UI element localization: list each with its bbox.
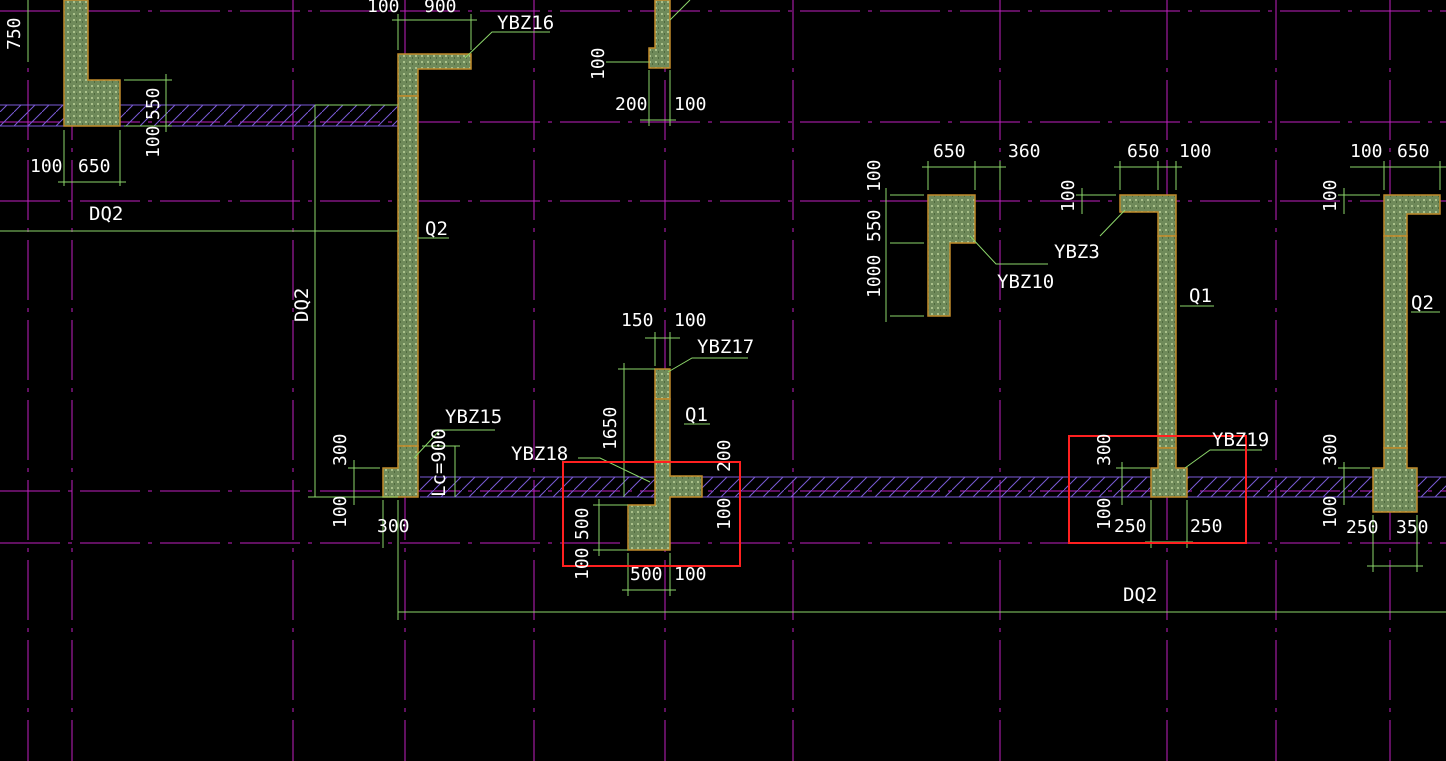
label-ybz16[interactable]: YBZ16 <box>497 12 554 34</box>
label-ybz17[interactable]: YBZ17 <box>697 336 754 358</box>
leader-ybz18 <box>578 457 651 483</box>
dim-text: 100 <box>1320 179 1341 212</box>
dim-text: 550 <box>864 209 885 242</box>
label-ybz18[interactable]: YBZ18 <box>511 443 568 465</box>
column-ybz17 <box>654 368 671 400</box>
column-ybz18 <box>627 460 703 551</box>
label-q1-right[interactable]: Q1 <box>1189 285 1212 307</box>
wall-sections <box>63 0 1441 551</box>
dim-text: 1000 <box>864 255 885 298</box>
leader-ybz19 <box>1184 449 1262 469</box>
dim-text: 750 <box>4 17 25 50</box>
dim-text: 550 <box>143 87 164 120</box>
dim-text: 350 <box>1396 517 1429 538</box>
dim-text: 100 <box>1094 497 1115 530</box>
dim-text: 100 <box>367 0 400 17</box>
highlight-box-ybz18[interactable] <box>562 461 741 567</box>
label-ybz19[interactable]: YBZ19 <box>1212 429 1269 451</box>
label-dq2-left[interactable]: DQ2 <box>89 203 123 225</box>
column-far-right <box>1383 194 1441 237</box>
label-ybz10[interactable]: YBZ10 <box>997 271 1054 293</box>
dim-text: 100 <box>572 547 593 580</box>
wall-q2-left <box>397 95 419 447</box>
label-dq2-vertical[interactable]: DQ2 <box>291 288 313 322</box>
dim-text: 100 <box>1179 141 1212 162</box>
dim-text: 500 <box>630 564 663 585</box>
dim-text: 100 <box>674 94 707 115</box>
dim-text: 650 <box>78 156 111 177</box>
dim-text: 300 <box>377 516 410 537</box>
leader-top-middle <box>669 0 691 21</box>
dim-text: 100 <box>143 125 164 158</box>
column-top-middle <box>648 0 671 69</box>
wall-q2-right <box>1383 235 1408 449</box>
dim-text: 100 <box>1058 179 1079 212</box>
column-top-left <box>63 0 121 127</box>
label-q2-left[interactable]: Q2 <box>425 218 448 240</box>
dim-text: 250 <box>1190 516 1223 537</box>
label-lc[interactable]: Lc=900 <box>428 428 450 497</box>
highlight-box-ybz19[interactable] <box>1068 435 1247 544</box>
column-ybz10 <box>927 194 976 317</box>
dim-text: 1650 <box>600 407 621 450</box>
leader-ybz16 <box>464 31 550 59</box>
dim-text: 100 <box>674 310 707 331</box>
label-ybz3[interactable]: YBZ3 <box>1054 241 1100 263</box>
label-dq2-bottom[interactable]: DQ2 <box>1123 584 1157 606</box>
dim-text: 100 <box>330 495 351 528</box>
label-q2-right[interactable]: Q2 <box>1411 292 1434 314</box>
dim-text: 100 <box>674 564 707 585</box>
leader-ybz15 <box>413 429 495 459</box>
dim-text: 900 <box>424 0 457 17</box>
column-far-right-bottom <box>1372 447 1418 513</box>
dim-text: 100 <box>864 159 885 192</box>
dim-text: 100 <box>30 156 63 177</box>
dim-text: 200 <box>615 94 648 115</box>
column-ybz15 <box>382 445 419 498</box>
dimension-texts: 750 100 900 550 100 100 650 100 200 100 … <box>4 0 1430 585</box>
leader-ybz10 <box>969 235 1048 265</box>
column-ybz3 <box>1119 194 1177 237</box>
beam-top <box>0 105 398 126</box>
dim-text: 100 <box>714 497 735 530</box>
label-ybz15[interactable]: YBZ15 <box>445 406 502 428</box>
dim-text: 650 <box>1127 141 1160 162</box>
dim-text: 100 <box>588 47 609 80</box>
dim-text: 360 <box>1008 141 1041 162</box>
highlights <box>562 435 1247 567</box>
dim-text: 650 <box>933 141 966 162</box>
leader-ybz3 <box>1099 209 1126 237</box>
dimension-lines <box>0 0 1446 620</box>
wall-q1-right <box>1157 235 1177 449</box>
dim-text: 250 <box>1114 516 1147 537</box>
column-ybz16 <box>397 53 472 97</box>
beam-main <box>420 477 1446 497</box>
dim-text: 100 <box>1350 141 1383 162</box>
dim-text: 500 <box>572 507 593 540</box>
dim-text: 300 <box>1320 433 1341 466</box>
column-ybz19 <box>1150 447 1188 498</box>
label-q1-middle[interactable]: Q1 <box>685 404 708 426</box>
dim-text: 150 <box>621 310 654 331</box>
dim-text: 300 <box>330 433 351 466</box>
dim-text: 100 <box>1320 495 1341 528</box>
dim-text: 300 <box>1094 433 1115 466</box>
dim-text: 650 <box>1397 141 1430 162</box>
dim-text: 200 <box>714 439 735 472</box>
leader-ybz17 <box>667 357 748 373</box>
element-labels: YBZ16 YBZ17 YBZ15 YBZ18 YBZ3 YBZ10 YBZ19… <box>89 12 1434 606</box>
dim-text: 250 <box>1346 517 1379 538</box>
wall-q1-middle <box>654 398 671 462</box>
